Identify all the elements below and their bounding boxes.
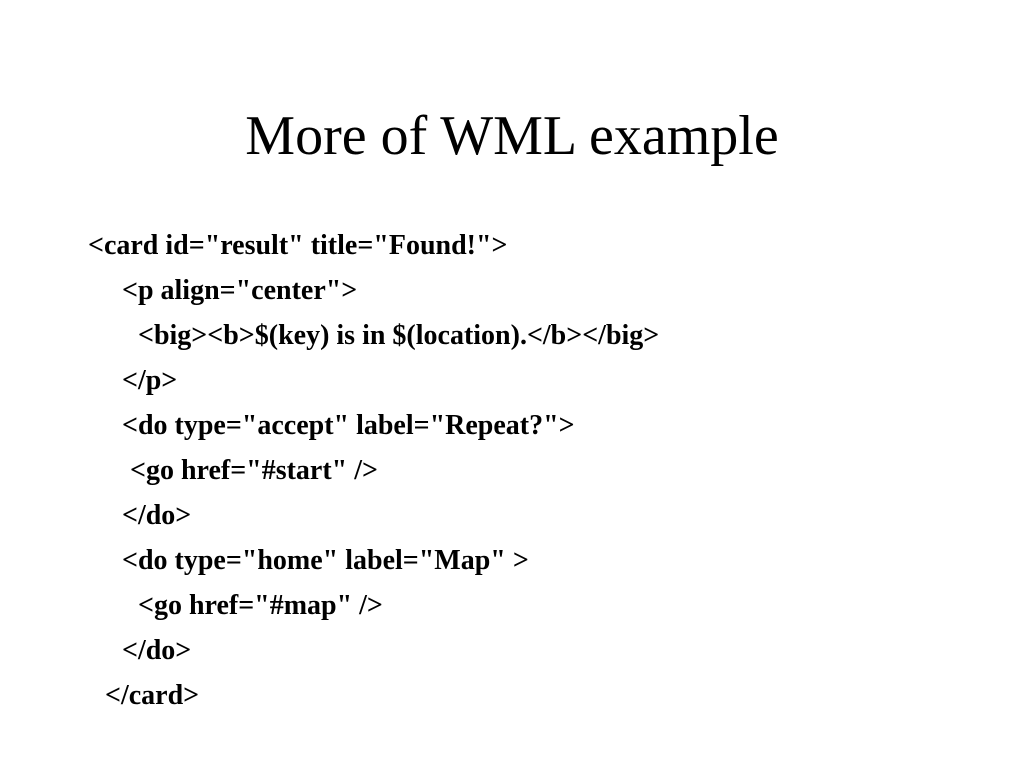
code-line: </do>	[122, 635, 192, 666]
code-line: <do type="home" label="Map" >	[122, 545, 529, 576]
slide-title: More of WML example	[245, 105, 779, 167]
code-line: <do type="accept" label="Repeat?">	[122, 410, 575, 441]
code-line: </p>	[122, 365, 178, 396]
code-line: <card id="result" title="Found!">	[88, 230, 508, 261]
code-line: </do>	[122, 500, 192, 531]
code-line: <go href="#start" />	[130, 455, 378, 486]
code-line: <big><b>$(key) is in $(location).</b></b…	[138, 320, 660, 351]
code-line: <p align="center">	[122, 275, 358, 306]
code-line: </card>	[105, 680, 200, 711]
code-line: <go href="#map" />	[138, 590, 383, 621]
